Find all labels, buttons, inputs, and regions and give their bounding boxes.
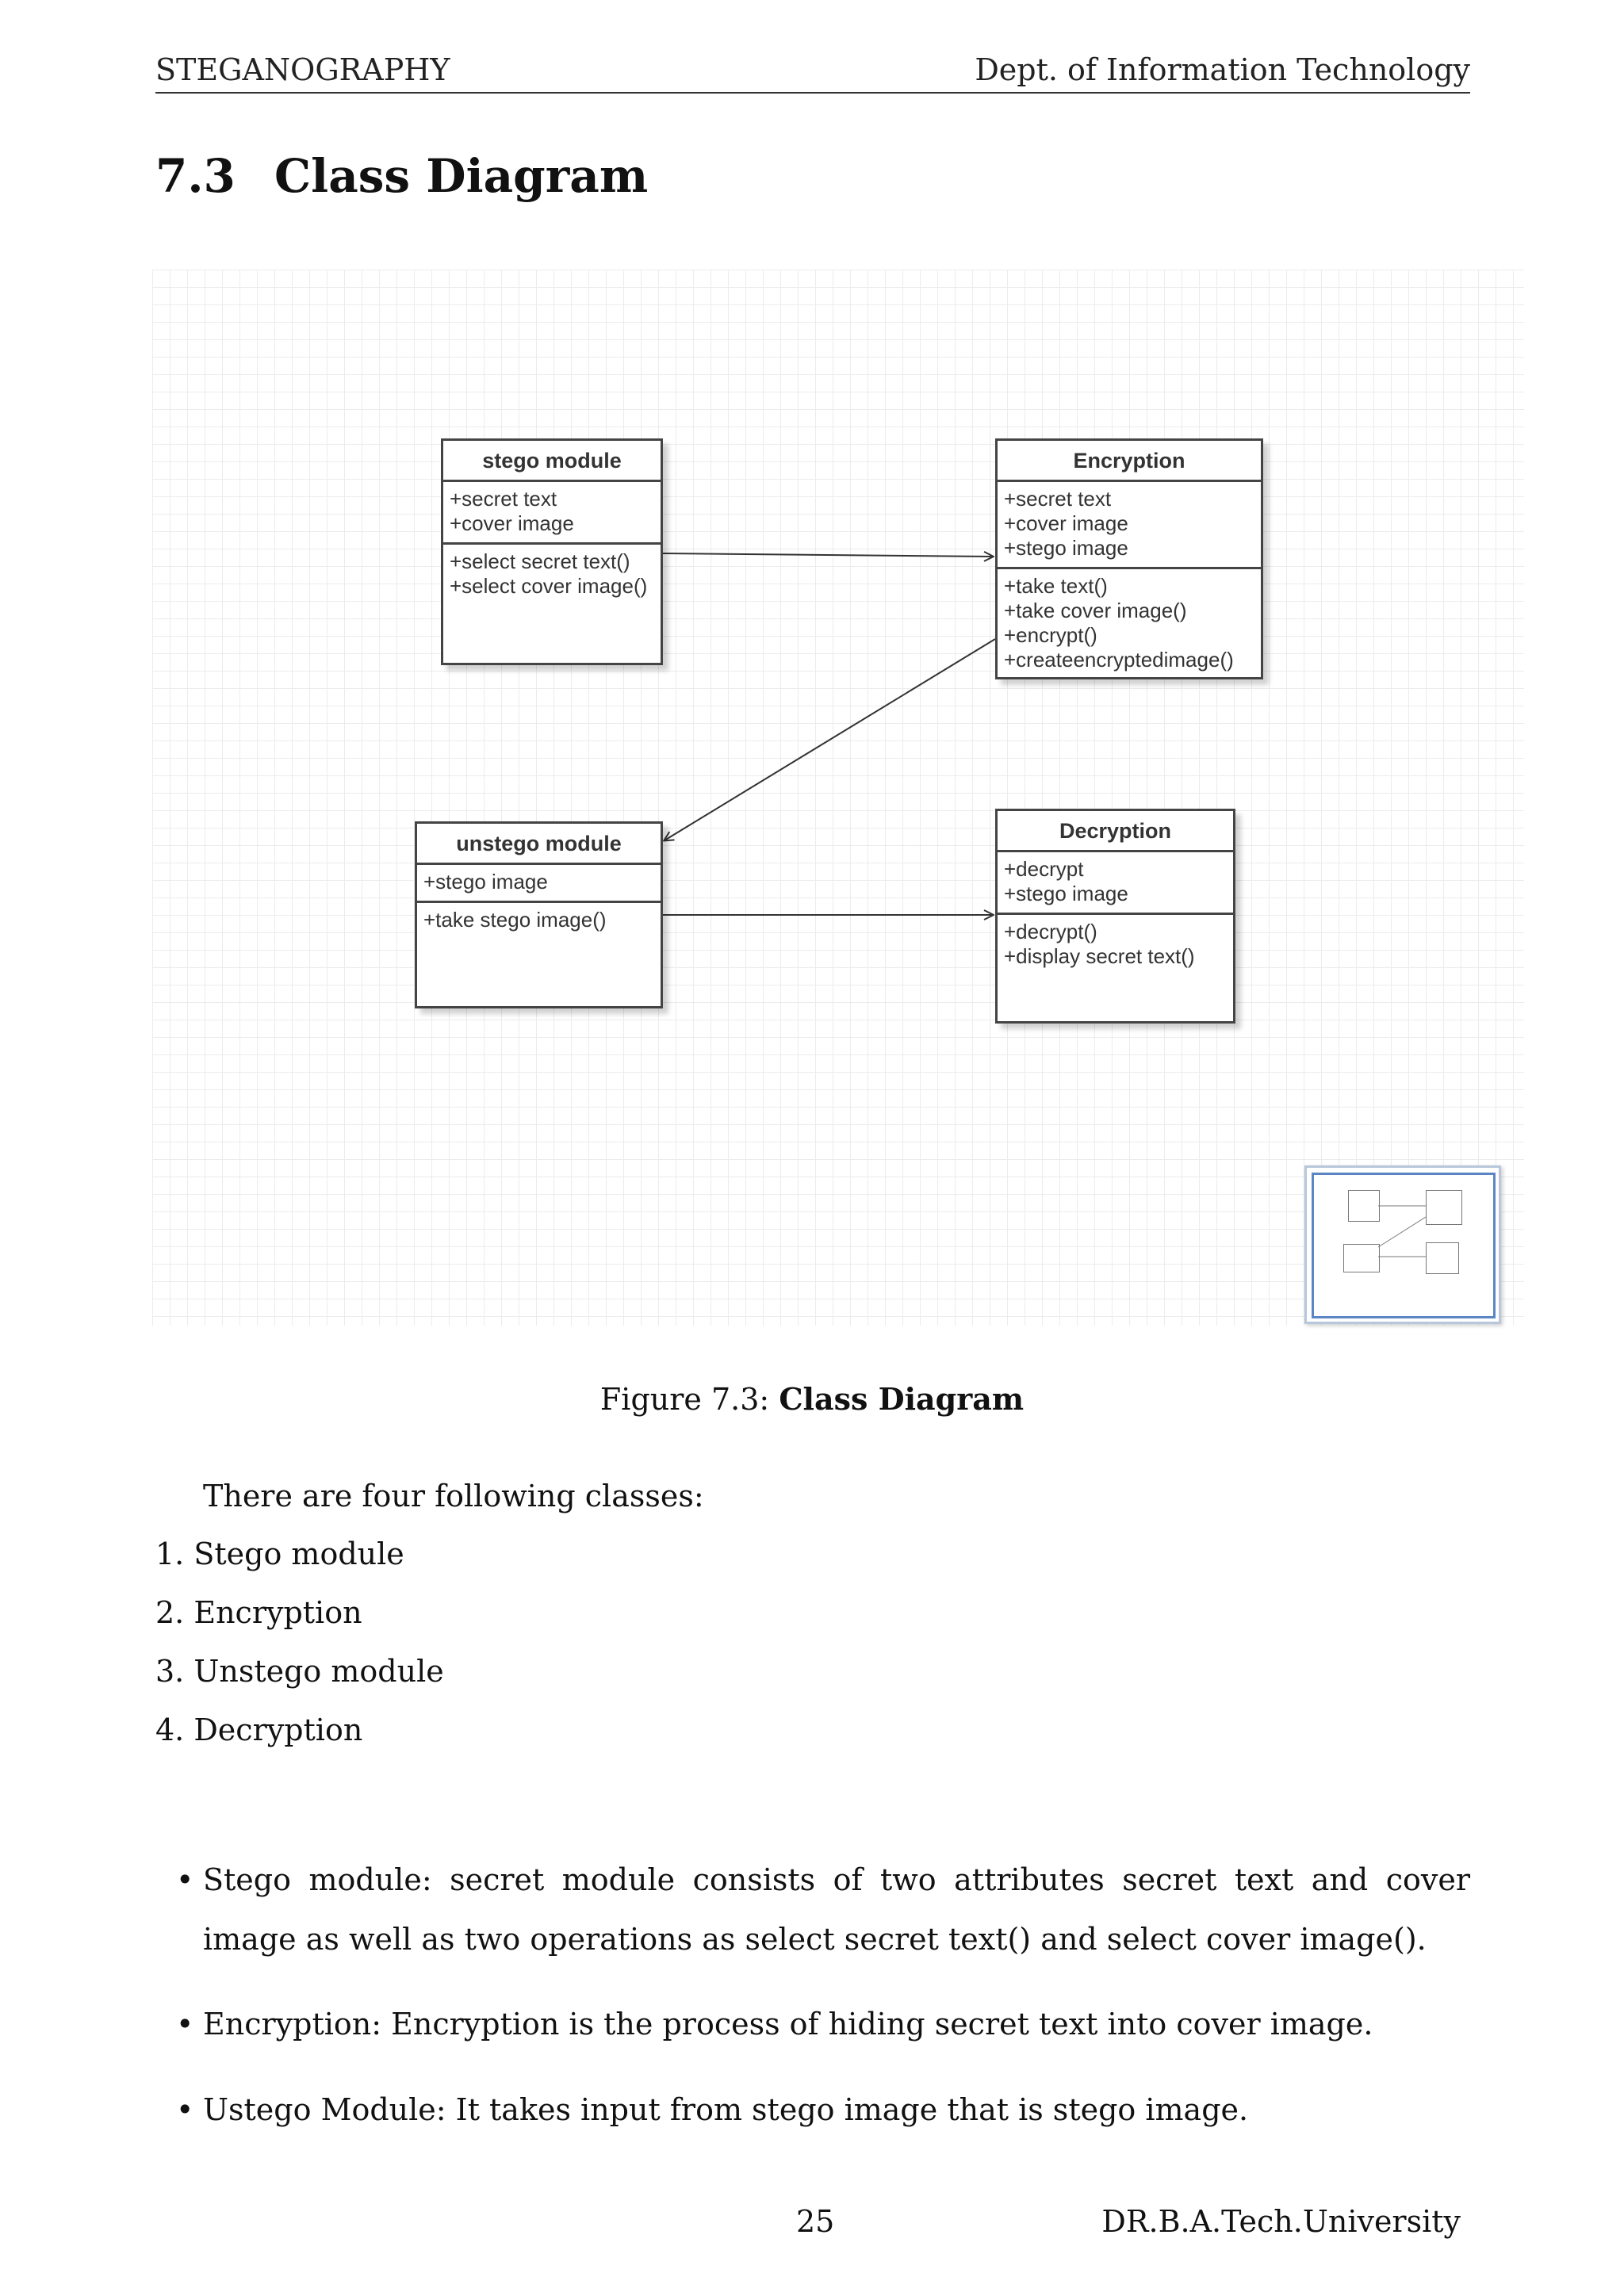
minimap-class-box [1343, 1244, 1380, 1272]
attribute: +decrypt [1004, 857, 1084, 881]
bullet-marker: • [176, 2007, 194, 2042]
arrow-encryption-to-unstego [665, 638, 996, 840]
minimap-class-box [1348, 1190, 1380, 1222]
class-diagram: stego module +secret text +cover image +… [152, 270, 1524, 1326]
class-box-unstego-module[interactable]: unstego module +stego image +take stego … [415, 821, 663, 1008]
class-attributes: +secret text +cover image [443, 482, 661, 542]
class-box-encryption[interactable]: Encryption +secret text +cover image +st… [995, 438, 1263, 679]
operation: +decrypt() [1004, 920, 1097, 943]
operation: +encrypt() [1004, 623, 1097, 647]
footer-university: DR.B.A.Tech.University [1101, 2204, 1461, 2239]
class-name: Decryption [998, 811, 1233, 852]
caption-prefix: Figure 7.3: [599, 1382, 770, 1417]
intro-paragraph: There are four following classes: [203, 1479, 704, 1513]
bullet-text: Encryption: Encryption is the process of… [203, 2007, 1373, 2042]
arrow-stego-to-encryption [662, 553, 993, 557]
operation: +take cover image() [1004, 599, 1187, 622]
class-operations: +take text() +take cover image() +encryp… [998, 567, 1261, 679]
operation: +select cover image() [450, 574, 648, 598]
attribute: +secret text [450, 487, 557, 511]
attribute: +stego image [423, 870, 548, 894]
caption-title: Class Diagram [779, 1381, 1025, 1417]
bullet-item: • Encryption: Encryption is the process … [176, 1995, 1470, 2054]
page-header-right: Dept. of Information Technology [975, 52, 1470, 87]
bullet-marker: • [176, 1862, 194, 1897]
class-operations: +take stego image() [417, 901, 661, 939]
attribute: +cover image [1004, 511, 1128, 535]
operation: +createencryptedimage() [1004, 648, 1234, 672]
class-attributes: +decrypt +stego image [998, 852, 1233, 913]
header-rule [155, 92, 1470, 94]
minimap-class-box [1426, 1190, 1462, 1225]
operation: +take text() [1004, 574, 1108, 598]
bullet-item: • Ustego Module: It takes input from ste… [176, 2080, 1470, 2140]
class-name: Encryption [998, 441, 1261, 482]
list-item: 3. Unstego module [155, 1654, 444, 1689]
bullet-marker: • [176, 2092, 194, 2127]
attribute: +secret text [1004, 487, 1112, 511]
bullet-text: Ustego Module: It takes input from stego… [203, 2092, 1249, 2127]
bullet-text: Stego module: secret module consists of … [203, 1862, 1470, 1957]
list-item: 4. Decryption [155, 1712, 363, 1747]
section-heading: Class Diagram [274, 149, 649, 203]
class-attributes: +secret text +cover image +stego image [998, 482, 1261, 567]
minimap-viewport[interactable] [1312, 1173, 1496, 1318]
minimap-arrows [1377, 1205, 1427, 1257]
section-title: 7.3 Class Diagram [155, 149, 648, 203]
relation-arrows [152, 270, 996, 1326]
list-item: 1. Stego module [155, 1536, 404, 1571]
class-name: stego module [443, 441, 661, 482]
minimap-class-box [1426, 1242, 1459, 1274]
list-item: 2. Encryption [155, 1595, 362, 1630]
attribute: +stego image [1004, 536, 1128, 560]
page-number: 25 [796, 2204, 835, 2239]
diagram-minimap[interactable] [1304, 1165, 1501, 1324]
class-name: unstego module [417, 824, 661, 865]
class-attributes: +stego image [417, 865, 661, 901]
section-number: 7.3 [155, 149, 236, 203]
attribute: +cover image [450, 511, 574, 535]
figure-caption: Figure 7.3: Class Diagram [0, 1381, 1624, 1417]
class-operations: +decrypt() +display secret text() [998, 913, 1233, 975]
page-header-left: STEGANOGRAPHY [155, 52, 450, 87]
operation: +display secret text() [1004, 944, 1195, 968]
operation: +take stego image() [423, 908, 607, 932]
operation: +select secret text() [450, 549, 630, 573]
class-operations: +select secret text() +select cover imag… [443, 542, 661, 605]
class-box-stego-module[interactable]: stego module +secret text +cover image +… [441, 438, 663, 665]
attribute: +stego image [1004, 882, 1128, 905]
bullet-item: • Stego module: secret module consists o… [176, 1850, 1470, 1969]
class-box-decryption[interactable]: Decryption +decrypt +stego image +decryp… [995, 809, 1235, 1024]
